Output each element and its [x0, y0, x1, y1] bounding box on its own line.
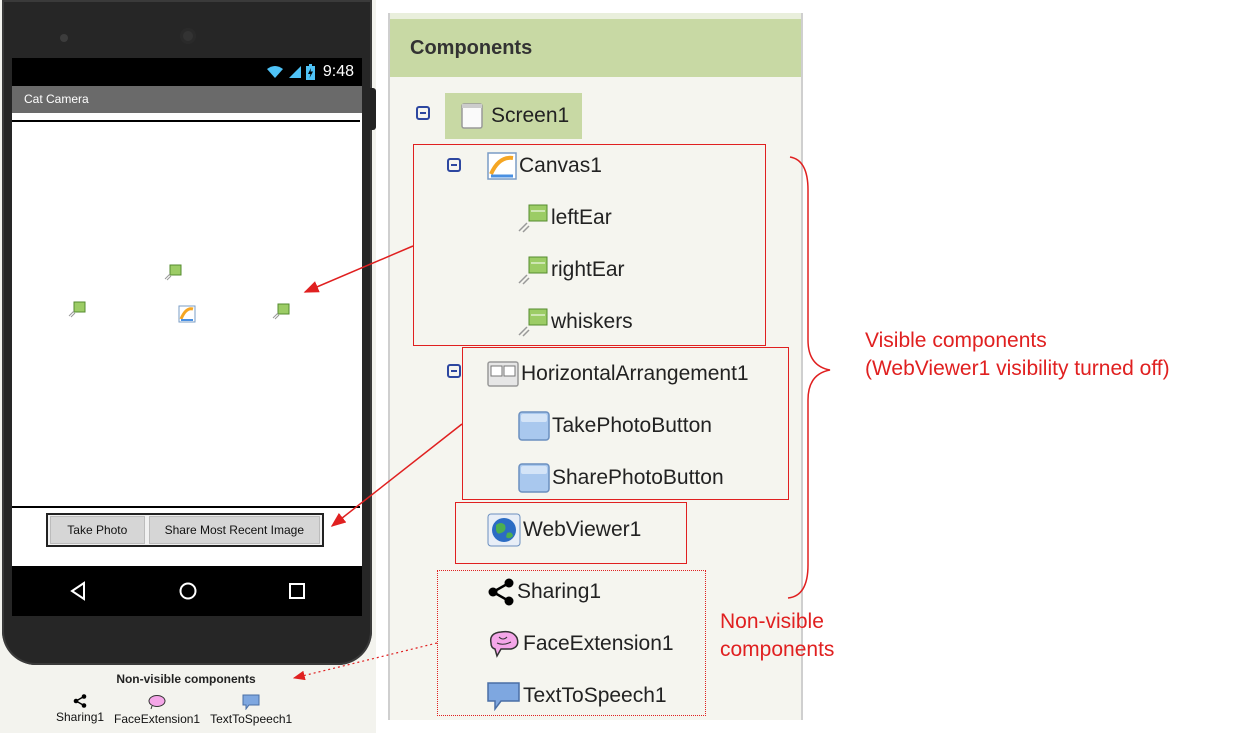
brain-icon — [148, 695, 166, 710]
nonvisible-components-annotation: Non-visible components — [720, 608, 834, 664]
tree-label: leftEar — [551, 206, 612, 229]
horizontal-arrangement-preview: Take Photo Share Most Recent Image — [46, 513, 324, 547]
brain-icon — [489, 630, 519, 658]
tree-label: WebViewer1 — [523, 518, 642, 541]
components-header: Components — [390, 13, 801, 77]
tree-item-text-to-speech[interactable]: TextToSpeech1 — [487, 680, 667, 712]
phone-camera-icon — [180, 28, 196, 44]
viewer-panel: 9:48 Cat Camera — [0, 0, 376, 733]
nonvisible-item-tts[interactable]: TextToSpeech1 — [210, 694, 292, 726]
tree-item-horizontal-arrangement[interactable]: HorizontalArrangement1 — [487, 358, 749, 390]
sprite-whiskers-icon[interactable] — [272, 302, 290, 320]
image-sprite-icon — [518, 204, 548, 233]
nonvisible-item-face-extension[interactable]: FaceExtension1 — [114, 694, 200, 726]
horizontal-arrangement-icon — [487, 361, 519, 387]
nonvisible-item-label: TextToSpeech1 — [210, 712, 293, 726]
tree-item-right-ear[interactable]: rightEar — [517, 254, 625, 286]
nonvisible-components-title: Non-visible components — [116, 672, 256, 686]
tree-item-take-photo-button[interactable]: TakePhotoButton — [518, 410, 712, 442]
nonvisible-components-list: Sharing1 FaceExtension1 TextToSpeech1 — [56, 694, 292, 726]
wifi-icon — [266, 66, 283, 78]
tree-item-face-extension[interactable]: FaceExtension1 — [487, 628, 674, 660]
speech-bubble-icon — [242, 694, 260, 710]
tree-label: whiskers — [551, 310, 633, 333]
phone-mockup: 9:48 Cat Camera — [2, 0, 372, 665]
arrangement-callout-box — [462, 347, 789, 500]
phone-side-button — [370, 88, 376, 130]
battery-icon — [305, 64, 315, 80]
tree-label: Sharing1 — [517, 580, 602, 603]
webviewer-callout-box — [455, 502, 687, 564]
tree-label: TakePhotoButton — [552, 414, 712, 437]
share-photo-button[interactable]: Share Most Recent Image — [148, 516, 320, 544]
components-title: Components — [410, 37, 533, 59]
annotation-line: Non-visible — [720, 610, 824, 633]
tree-item-screen1[interactable]: Screen1 — [461, 100, 569, 132]
tree-label: FaceExtension1 — [523, 632, 674, 655]
sprite-right-ear-icon[interactable] — [164, 263, 182, 281]
annotation-line: components — [720, 638, 835, 661]
app-title-bar: Cat Camera — [12, 86, 362, 113]
share-icon — [73, 694, 87, 708]
speech-bubble-icon — [487, 682, 520, 711]
back-icon[interactable] — [68, 580, 88, 602]
tree-item-webviewer[interactable]: WebViewer1 — [487, 513, 642, 547]
phone-sensor-dot — [60, 34, 68, 42]
tree-label: Screen1 — [491, 104, 570, 127]
button-icon — [518, 411, 550, 441]
collapse-arrangement-toggle[interactable] — [447, 364, 461, 378]
app-title: Cat Camera — [24, 92, 89, 106]
tree-label: SharePhotoButton — [552, 466, 724, 489]
collapse-screen1-toggle[interactable] — [416, 106, 430, 120]
app-screen: Take Photo Share Most Recent Image — [12, 113, 362, 566]
recents-icon[interactable] — [287, 580, 307, 602]
nonvisible-callout-box — [437, 570, 706, 716]
canvas-icon — [178, 305, 196, 323]
tree-item-whiskers[interactable]: whiskers — [517, 306, 633, 338]
annotation-line: Visible components — [865, 329, 1047, 352]
status-bar: 9:48 — [12, 58, 362, 86]
globe-icon — [487, 513, 521, 547]
tree-item-canvas1[interactable]: Canvas1 — [487, 150, 602, 182]
nonvisible-item-label: FaceExtension1 — [114, 712, 201, 726]
canvas-icon — [487, 152, 517, 180]
tree-label: Canvas1 — [519, 154, 602, 177]
home-icon[interactable] — [177, 580, 199, 602]
tree-item-share-photo-button[interactable]: SharePhotoButton — [518, 462, 724, 494]
signal-icon — [288, 66, 301, 78]
android-nav-bar — [12, 566, 362, 616]
visible-components-annotation: Visible components (WebViewer1 visibilit… — [865, 327, 1170, 383]
tree-label: HorizontalArrangement1 — [521, 362, 749, 385]
tree-item-sharing[interactable]: Sharing1 — [487, 576, 601, 608]
canvas-callout-box — [413, 144, 766, 346]
nonvisible-item-sharing[interactable]: Sharing1 — [56, 694, 104, 726]
screen-icon — [461, 103, 483, 129]
share-icon — [488, 578, 514, 606]
image-sprite-icon — [518, 308, 548, 337]
tree-label: TextToSpeech1 — [523, 684, 667, 707]
sprite-left-ear-icon[interactable] — [68, 300, 86, 318]
collapse-canvas1-toggle[interactable] — [447, 158, 461, 172]
status-time: 9:48 — [322, 63, 354, 80]
tree-item-left-ear[interactable]: leftEar — [517, 202, 612, 234]
canvas-preview[interactable] — [12, 120, 360, 508]
tree-label: rightEar — [551, 258, 625, 281]
annotation-line: (WebViewer1 visibility turned off) — [865, 357, 1170, 380]
button-icon — [518, 463, 550, 493]
nonvisible-item-label: Sharing1 — [56, 710, 105, 724]
image-sprite-icon — [518, 256, 548, 285]
take-photo-button[interactable]: Take Photo — [50, 516, 145, 544]
